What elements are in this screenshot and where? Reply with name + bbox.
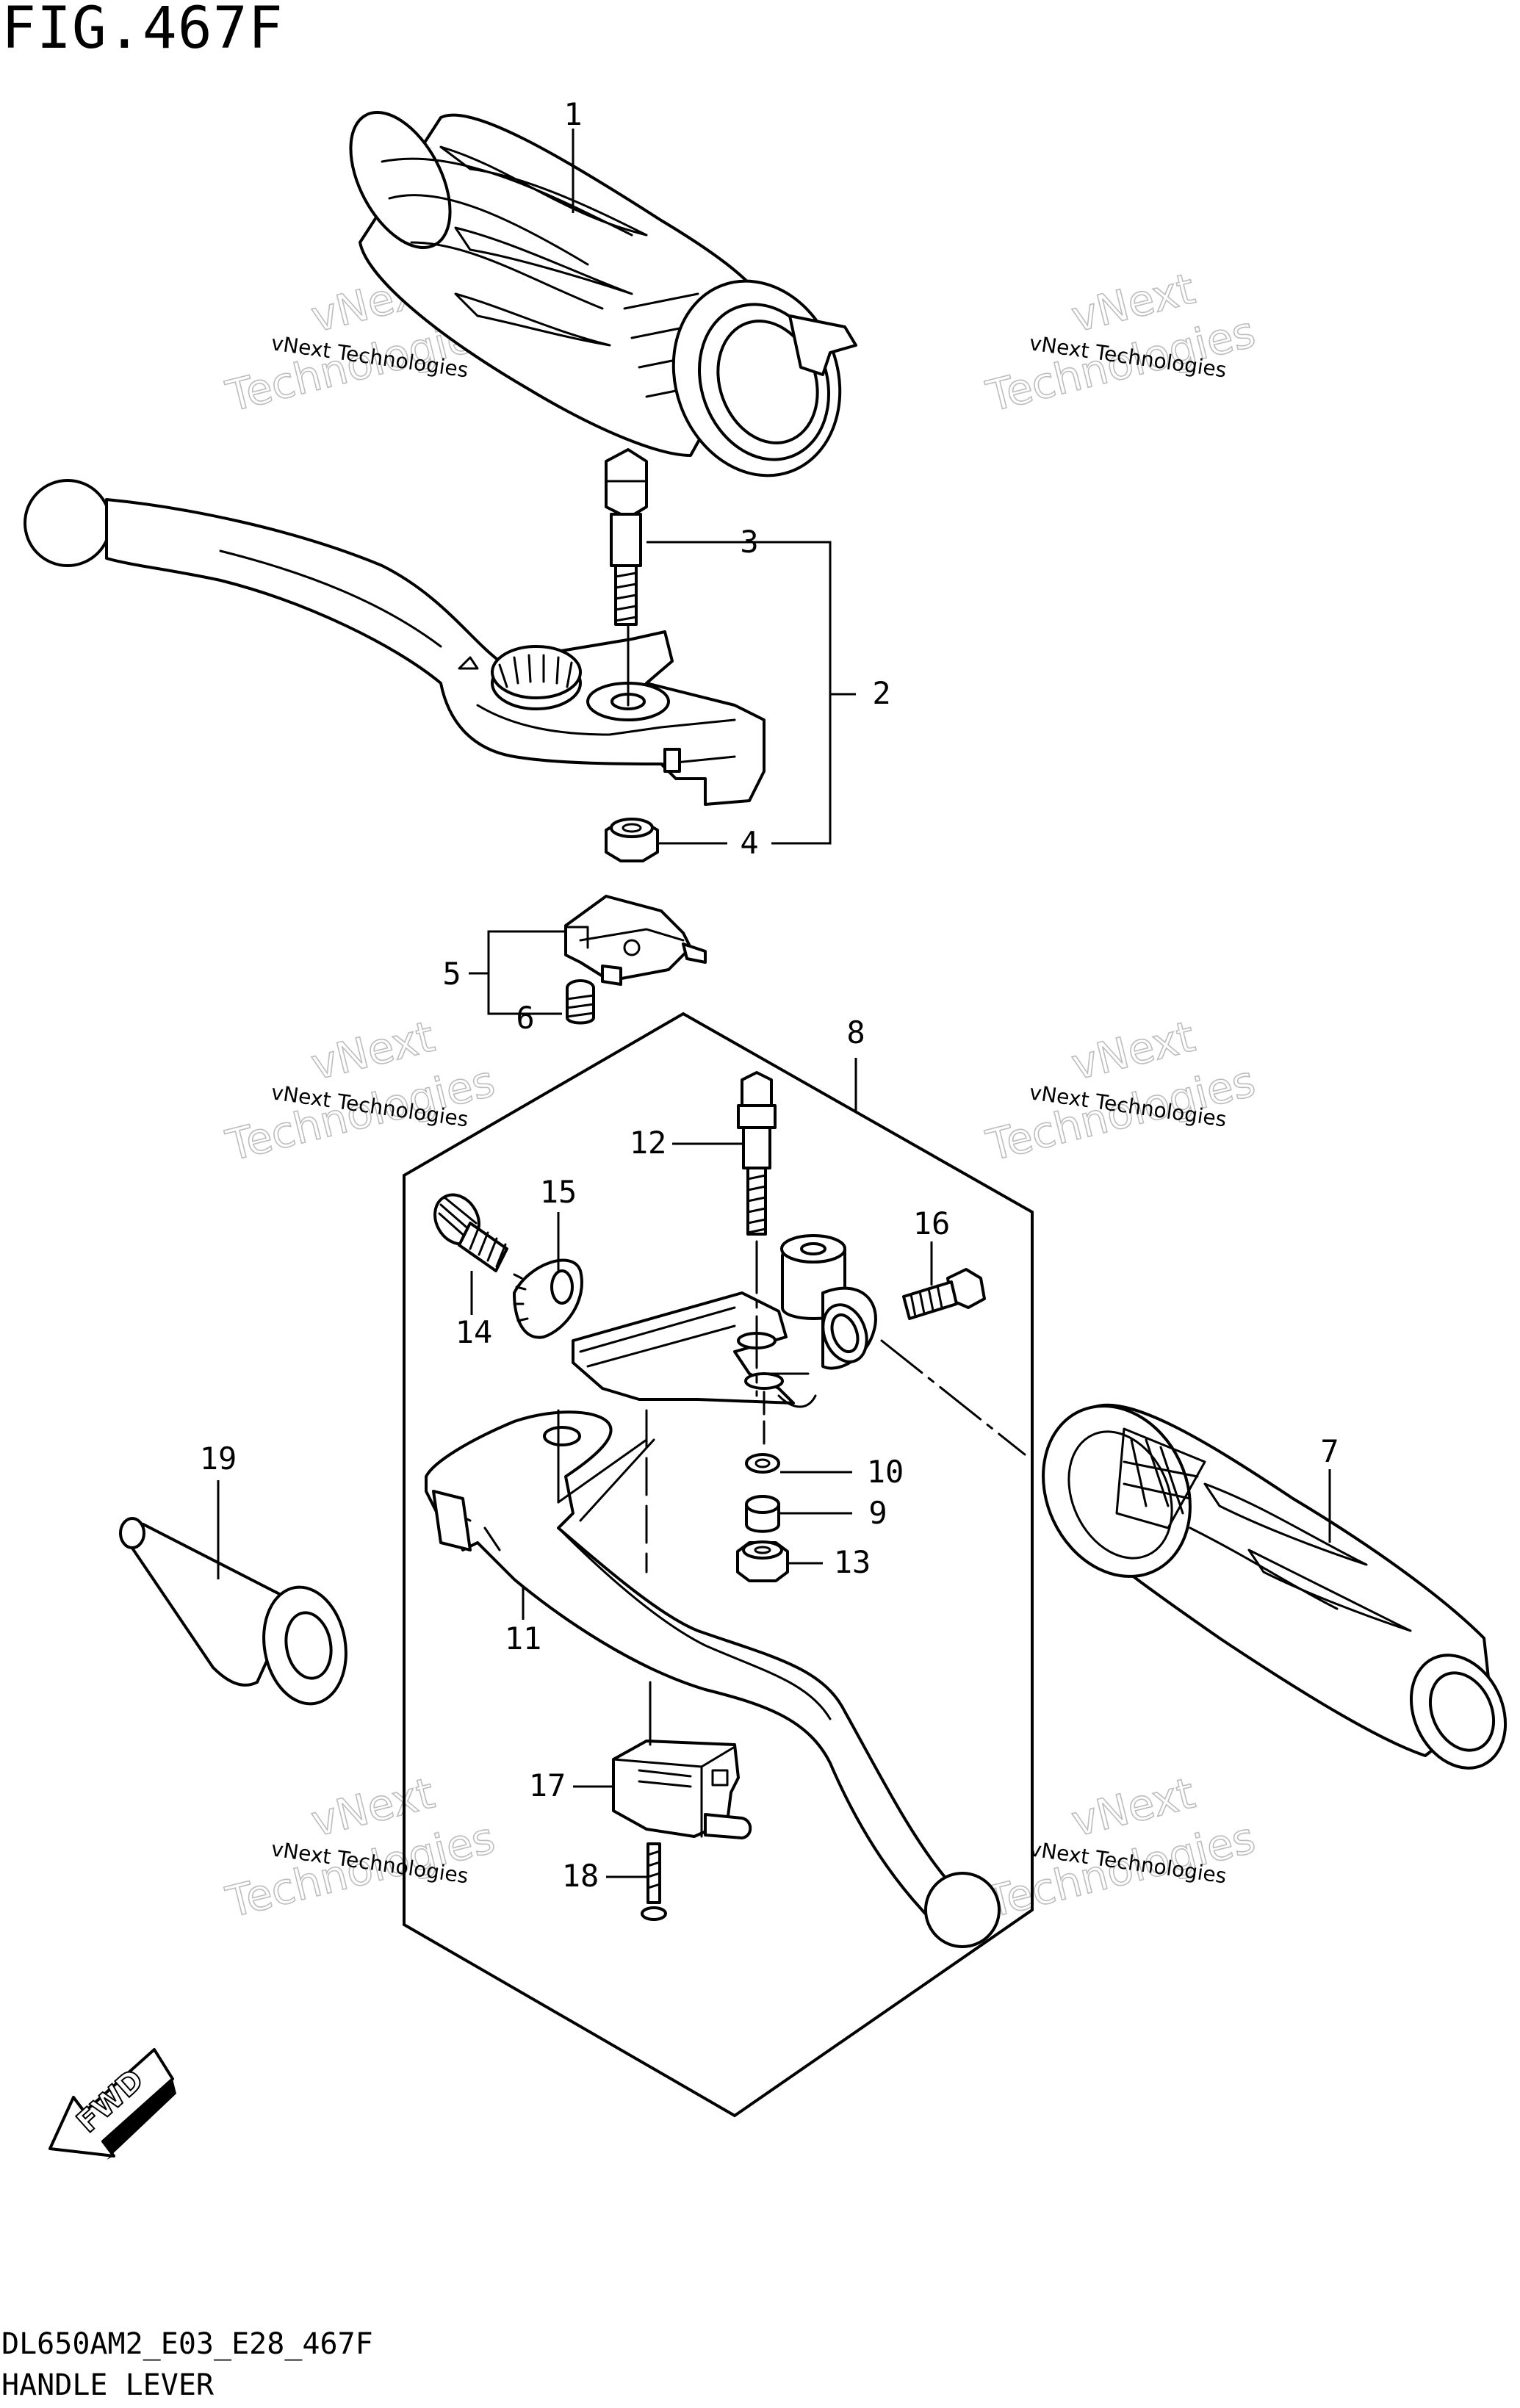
bracket-2: [771, 541, 832, 845]
watermark-top-right: vNext Technologies vNext Technologies: [981, 263, 1261, 422]
callout-4[interactable]: 4: [740, 825, 758, 861]
callout-18[interactable]: 18: [562, 1858, 599, 1894]
screw-part-18[interactable]: [641, 1842, 667, 1921]
clutch-switch-part-17[interactable]: [612, 1681, 752, 1839]
callout-8[interactable]: 8: [846, 1014, 865, 1050]
watermark-bottom-left: vNext Technologies vNext Technologies: [220, 1767, 500, 1928]
nut-part-13[interactable]: [736, 1540, 789, 1582]
callout-14[interactable]: 14: [455, 1314, 493, 1350]
watermark-bottom-right: vNext Technologies vNext Technologies: [981, 1767, 1261, 1928]
callout-10[interactable]: 10: [867, 1454, 904, 1490]
callout-2[interactable]: 2: [872, 675, 890, 711]
callout-6[interactable]: 6: [516, 1000, 534, 1036]
grip-end-part-19[interactable]: [119, 1517, 355, 1710]
callout-17[interactable]: 17: [529, 1767, 566, 1803]
nut-part-4[interactable]: [605, 818, 659, 862]
lever-holder-part-8[interactable]: [572, 1234, 877, 1408]
brake-switch-part-5[interactable]: [564, 895, 707, 986]
adjuster-wheel-part-15[interactable]: [513, 1258, 583, 1339]
watermark-mid-right: vNext Technologies vNext Technologies: [981, 1011, 1261, 1172]
watermark-mid-left: vNext Technologies vNext Technologies: [220, 1011, 500, 1172]
callout-11[interactable]: 11: [505, 1621, 542, 1657]
spacer-part-9[interactable]: [745, 1495, 780, 1533]
bolt-part-3[interactable]: [605, 448, 648, 626]
callout-9[interactable]: 9: [868, 1495, 887, 1531]
figure-title: FIG.467F: [1, 0, 284, 62]
clamp-bolt-part-16[interactable]: [902, 1268, 986, 1320]
callout-5[interactable]: 5: [442, 956, 461, 992]
callout-7[interactable]: 7: [1320, 1433, 1339, 1469]
grip-right-part-7[interactable]: [1016, 1382, 1520, 1784]
fwd-arrow-icon: FWD: [48, 2048, 176, 2160]
grip-top-part-1[interactable]: [330, 96, 866, 500]
section-name: HANDLE LEVER: [1, 2368, 214, 2402]
screw-part-6[interactable]: [566, 979, 595, 1025]
callout-19[interactable]: 19: [200, 1441, 237, 1477]
brake-lever-top-part-2[interactable]: [24, 479, 766, 806]
callout-16[interactable]: 16: [913, 1205, 951, 1241]
callout-1[interactable]: 1: [563, 96, 582, 132]
adjuster-part-14[interactable]: [426, 1187, 508, 1272]
centerline-handlebar: [880, 1339, 1026, 1456]
pivot-bolt-part-12[interactable]: [737, 1071, 777, 1236]
washer-part-10[interactable]: [745, 1453, 780, 1474]
callout-13[interactable]: 13: [834, 1544, 871, 1580]
callout-12[interactable]: 12: [630, 1125, 667, 1161]
callout-3[interactable]: 3: [740, 524, 758, 560]
model-code: DL650AM2_E03_E28_467F: [1, 2327, 373, 2361]
callout-15[interactable]: 15: [540, 1174, 577, 1210]
clutch-lever-part-11[interactable]: [425, 1409, 1001, 1948]
assembly-outline-hexagon: [403, 1012, 1034, 2118]
